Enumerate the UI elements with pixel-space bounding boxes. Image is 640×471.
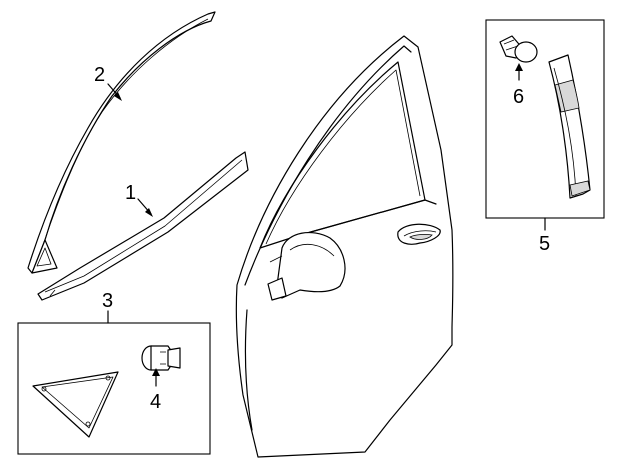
- leader-lines: [107, 63, 546, 387]
- callout-2: 2: [94, 64, 105, 86]
- part-3-4-box: [17, 322, 211, 455]
- part-2-upper-moulding: [27, 11, 216, 274]
- part-5-pillar-applique: [548, 54, 591, 199]
- part-5-6-box: [485, 19, 605, 219]
- callout-1: 1: [125, 182, 136, 204]
- callout-4: 4: [150, 391, 161, 413]
- callout-6: 6: [513, 86, 524, 108]
- part-4-clip: [141, 345, 181, 371]
- front-door: [235, 35, 454, 458]
- part-1-belt-moulding: [37, 151, 249, 301]
- part-6-clip: [499, 35, 538, 63]
- callout-5: 5: [539, 233, 550, 255]
- part-3-corner-trim: [32, 371, 119, 438]
- callouts: 2 1 3 4 5 6: [94, 64, 550, 413]
- callout-3: 3: [102, 290, 113, 312]
